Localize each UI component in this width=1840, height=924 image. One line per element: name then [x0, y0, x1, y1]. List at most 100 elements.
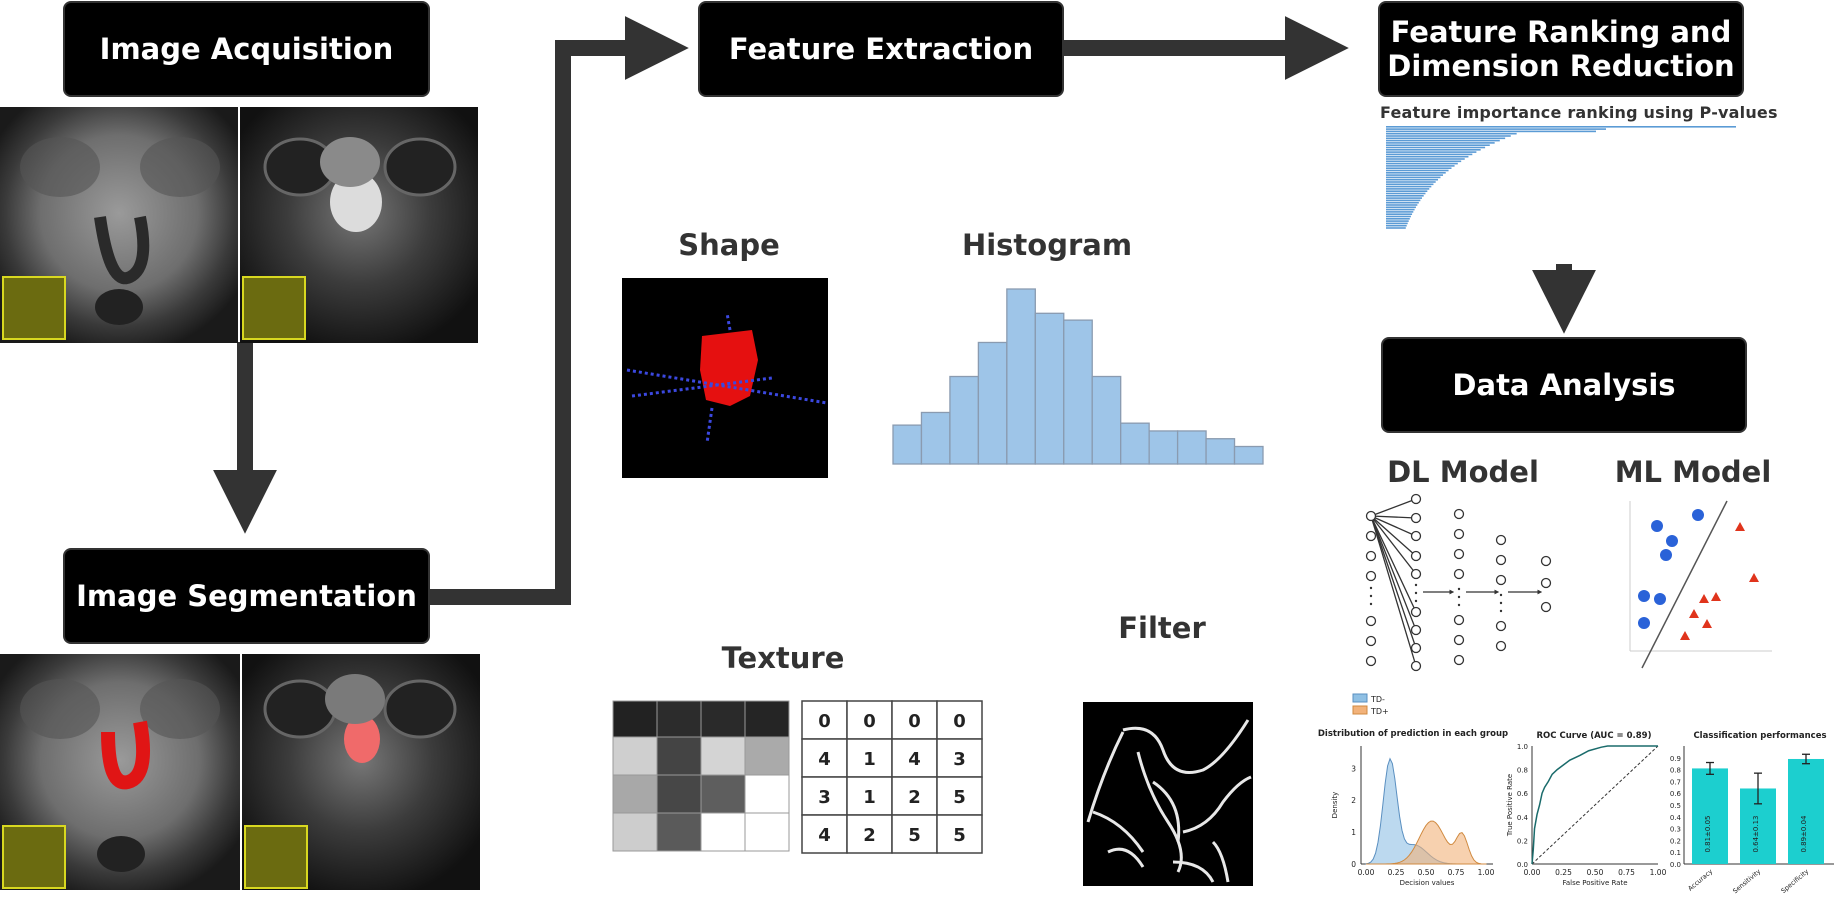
nn-node: [1453, 614, 1465, 626]
texture-value: 5: [908, 825, 921, 846]
ranking-bar: [1386, 151, 1477, 153]
roc-x-tick: 0.50: [1587, 868, 1604, 877]
nn-connection: [1370, 515, 1417, 537]
texture-cell: [936, 776, 983, 816]
mri-acquisition-images: [0, 107, 478, 343]
roc-x-tick: 0.25: [1555, 868, 1572, 877]
histogram-bar: [920, 411, 951, 465]
texture-cell: [846, 814, 893, 854]
arrow-seg-to-extraction: [430, 16, 689, 605]
ranking-bar: [1386, 144, 1490, 146]
classification-bar-chart: Classification performances0.00.10.20.30…: [1670, 731, 1834, 895]
ranking-bar: [1386, 183, 1434, 186]
texture-value: 5: [953, 825, 966, 846]
ranking-bar: [1386, 176, 1441, 179]
bars-title: Classification performances: [1693, 731, 1826, 741]
texture-cell: [846, 700, 893, 740]
density-y-tick: 3: [1351, 764, 1356, 773]
texture-value: 3: [818, 787, 831, 808]
nn-node: [1540, 577, 1552, 589]
histogram-bar: [1120, 422, 1150, 465]
dl-network-diagram: [1365, 493, 1552, 672]
nn-node: [1410, 550, 1422, 562]
nn-node: [1540, 555, 1552, 567]
ranking-bar: [1386, 169, 1449, 172]
ranking-bar: [1386, 224, 1407, 227]
bars-data-label: 0.89±0.04: [1800, 815, 1808, 853]
ranking-bar: [1386, 139, 1500, 142]
nn-dot: [1414, 583, 1418, 587]
nn-node: [1410, 606, 1422, 618]
density-x-tick: 0.00: [1358, 868, 1375, 877]
roc-y-tick: 0.0: [1517, 861, 1528, 869]
texture-cell: [846, 738, 893, 778]
nn-dot: [1414, 591, 1418, 595]
texture-value: 0: [908, 711, 921, 732]
ranking-bar: [1386, 174, 1444, 176]
roc-y-tick: 0.4: [1517, 814, 1529, 822]
roc-xlabel: False Positive Rate: [1562, 879, 1627, 887]
density-legend-swatch: [1352, 705, 1368, 715]
bars-bar: [1692, 768, 1728, 864]
histogram-bar: [1176, 430, 1207, 465]
nn-node: [1410, 660, 1422, 672]
ranking-bar: [1386, 204, 1418, 206]
ranking-bar: [1386, 195, 1424, 197]
nn-node: [1495, 554, 1507, 566]
roc-y-tick: 0.8: [1517, 767, 1528, 775]
texture-value: 5: [953, 787, 966, 808]
dl-model-label: DL Model: [1387, 455, 1539, 489]
nn-dot: [1457, 595, 1461, 599]
ranking-bar: [1386, 165, 1455, 167]
nn-node: [1410, 568, 1422, 580]
data-analysis-label: Data Analysis: [1452, 368, 1676, 402]
nn-node: [1453, 548, 1465, 560]
bars-category-label: Accuracy: [1686, 867, 1714, 892]
nn-node: [1453, 568, 1465, 580]
bars-data-label: 0.81±0.05: [1704, 815, 1712, 852]
nn-node: [1365, 510, 1377, 522]
bars-category-label: Specificity: [1779, 867, 1810, 895]
image-acquisition-label: Image Acquisition: [99, 32, 394, 66]
nn-node: [1495, 534, 1507, 546]
texture-value: 4: [818, 825, 831, 846]
bars-y-tick: 0.3: [1670, 826, 1681, 834]
bars-bar: [1788, 758, 1824, 864]
ranking-chart-title: Feature importance ranking using P-value…: [1380, 103, 1778, 122]
filter-label: Filter: [1118, 611, 1206, 645]
texture-cell: [801, 814, 848, 854]
roc-y-tick: 1.0: [1517, 743, 1528, 751]
bars-y-tick: 0.9: [1670, 755, 1681, 763]
bars-y-tick: 0.2: [1670, 837, 1681, 845]
nn-node: [1540, 601, 1552, 613]
nn-node: [1410, 642, 1422, 654]
bars-y-tick: 0.7: [1670, 778, 1681, 786]
histogram-chart: [892, 288, 1264, 465]
image-acquisition-box: Image Acquisition: [65, 3, 428, 95]
ranking-bar: [1386, 162, 1458, 165]
ranking-bar: [1386, 155, 1469, 158]
ranking-bar: [1386, 126, 1736, 128]
texture-value: 0: [953, 711, 966, 732]
nn-dot: [1414, 599, 1418, 603]
nn-dot: [1369, 594, 1373, 598]
nn-node: [1453, 634, 1465, 646]
bars-y-tick: 0.1: [1670, 849, 1681, 857]
density-x-tick: 0.75: [1448, 868, 1465, 877]
ranking-bar: [1386, 218, 1410, 220]
ranking-bar: [1386, 130, 1596, 133]
texture-value: 1: [863, 749, 876, 770]
nn-node: [1410, 530, 1422, 542]
flow-arrows: [213, 16, 1596, 605]
nn-dot: [1369, 586, 1373, 590]
density-td-plus-curve: [1366, 820, 1487, 865]
ranking-bar: [1386, 213, 1413, 215]
nn-node: [1410, 624, 1422, 636]
nn-dot: [1369, 602, 1373, 606]
ranking-bar: [1386, 181, 1436, 183]
roc-y-tick: 0.2: [1517, 837, 1528, 845]
histogram-bar: [1091, 375, 1122, 465]
ranking-bar: [1386, 192, 1426, 195]
ranking-bar: [1386, 128, 1606, 130]
